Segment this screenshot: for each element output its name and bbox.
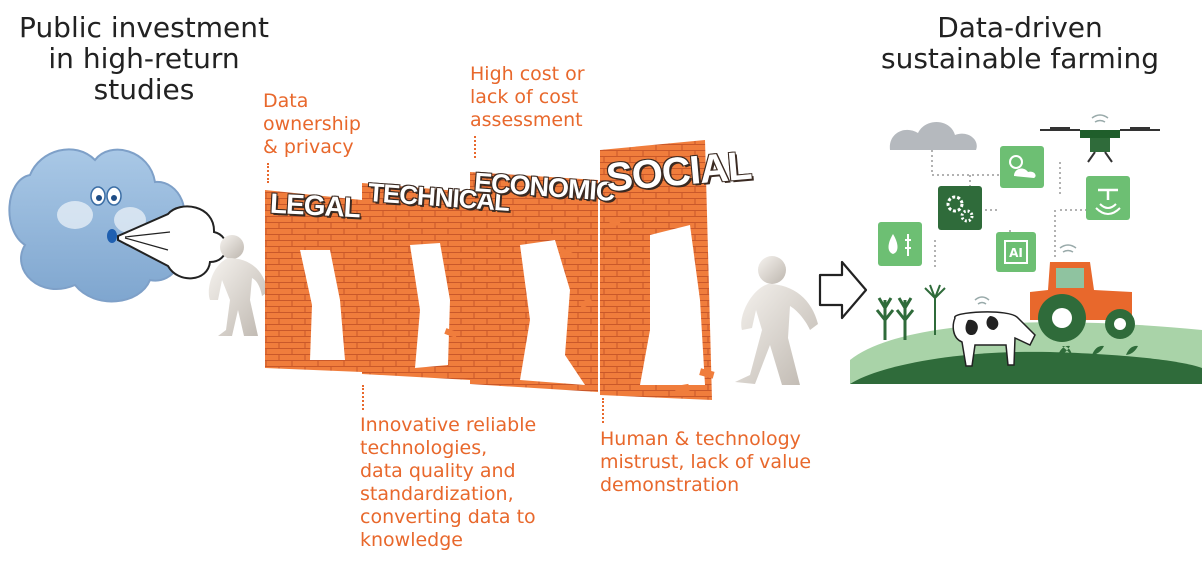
pushed-figure	[208, 235, 268, 336]
left-title: Public investment in high-return studies	[4, 12, 284, 105]
wall-legal	[265, 190, 362, 372]
weather-icon	[1000, 146, 1044, 188]
technical-note-leader	[362, 385, 364, 410]
economic-note-leader	[474, 136, 476, 158]
note-line: lack of cost	[470, 86, 579, 108]
legal-note: Data ownership & privacy	[263, 90, 361, 159]
note-line: & privacy	[263, 136, 354, 158]
note-line: ownership	[263, 113, 361, 135]
arrow-right-icon	[818, 260, 868, 320]
right-title-line: sustainable farming	[880, 42, 1160, 75]
note-line: demonstration	[600, 474, 740, 496]
cloud-eyes	[90, 186, 122, 206]
note-line: Data	[263, 90, 309, 112]
water-drop-icon	[878, 222, 922, 266]
left-title-line: studies	[93, 73, 195, 106]
left-title-line: Public investment	[19, 11, 269, 44]
cloud-mouth	[107, 229, 117, 243]
cow-icon	[952, 296, 1036, 367]
note-line: Human & technology	[600, 428, 801, 450]
wall-technical	[362, 183, 470, 380]
cloud-icon	[889, 121, 977, 150]
wall-social	[600, 140, 715, 400]
note-line: High cost or	[470, 63, 585, 85]
note-line: Innovative reliable	[360, 414, 537, 436]
note-line: assessment	[470, 109, 583, 131]
crop-icon	[875, 297, 1138, 355]
farm-scene: AI	[850, 114, 1202, 384]
sprinkler-icon	[924, 284, 946, 335]
note-line: converting data to	[360, 506, 536, 528]
wall-label-legal: LEGAL	[269, 187, 361, 224]
note-line: knowledge	[360, 529, 463, 551]
note-line: mistrust, lack of value	[600, 451, 812, 473]
social-note-leader	[602, 398, 604, 423]
gear-icon	[938, 186, 982, 230]
blowing-cloud	[8, 148, 228, 303]
left-title-line: in high-return	[48, 42, 240, 75]
note-line: technologies,	[360, 437, 488, 459]
social-note: Human & technology mistrust, lack of val…	[600, 428, 811, 497]
note-line: data quality and	[360, 460, 516, 482]
right-title-line: Data-driven	[937, 11, 1103, 44]
drone-icon	[1040, 114, 1160, 163]
technical-note: Innovative reliable technologies, data q…	[360, 414, 536, 552]
economic-note: High cost or lack of cost assessment	[470, 63, 585, 132]
note-line: standardization,	[360, 483, 514, 505]
ai-chip-label: AI	[1009, 246, 1023, 260]
right-title: Data-driven sustainable farming	[855, 12, 1185, 74]
tractor-icon	[1030, 244, 1135, 342]
walking-figure	[735, 256, 818, 385]
legal-note-leader	[267, 163, 269, 183]
wall-economic	[470, 172, 598, 392]
